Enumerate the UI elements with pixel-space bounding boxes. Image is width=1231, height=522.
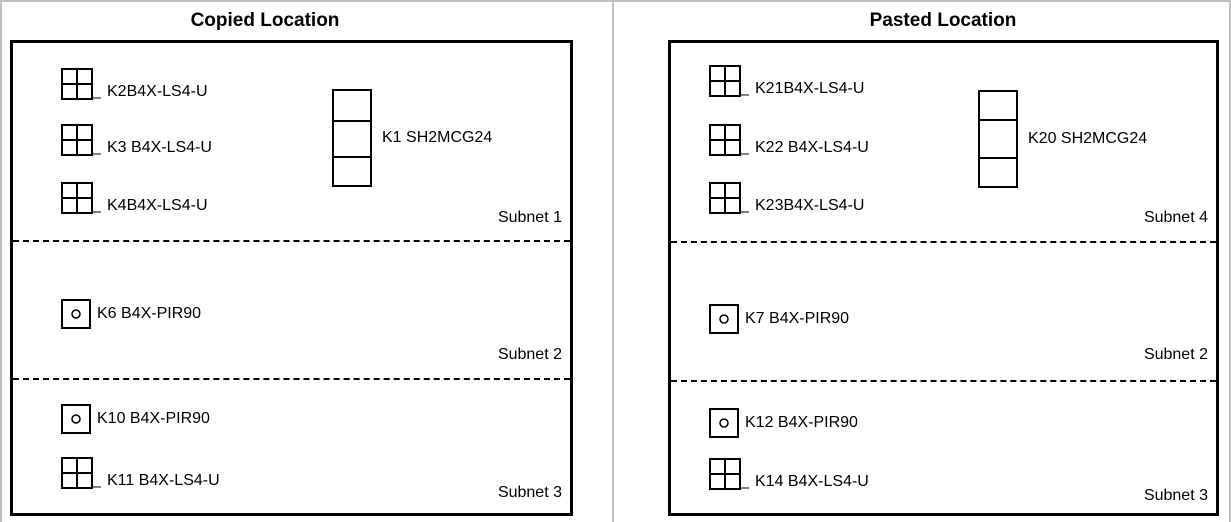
device-keypad[interactable]: K23B4X-LS4-U (709, 182, 864, 214)
subnet-label: Subnet 4 (1143, 209, 1208, 226)
device-label: K4B4X-LS4-U (107, 197, 208, 214)
subnet-divider (13, 378, 570, 380)
device-label: K2B4X-LS4-U (107, 83, 208, 100)
panel-title-pasted: Pasted Location (869, 10, 1017, 31)
subnet-label: Subnet 2 (497, 346, 562, 363)
controller-label: K20 SH2MCG24 (1028, 130, 1148, 147)
subnet-divider (671, 241, 1216, 243)
device-motion-sensor[interactable]: K7 B4X-PIR90 (709, 304, 849, 334)
page-frame-divider (612, 0, 614, 522)
subnet-label: Subnet 1 (497, 209, 562, 226)
device-label: K21B4X-LS4-U (755, 80, 865, 97)
device-label: K12 B4X-PIR90 (745, 414, 858, 431)
subnet-label: Subnet 3 (1143, 487, 1208, 504)
device-label: K22 B4X-LS4-U (755, 139, 869, 156)
page-frame-right (1229, 0, 1231, 522)
subnet-divider (13, 240, 570, 242)
subnet-label: Subnet 2 (1143, 346, 1208, 363)
keypad-4-button-icon (709, 65, 749, 97)
controller-icon (978, 90, 1018, 188)
device-label: K11 B4X-LS4-U (107, 472, 220, 489)
keypad-4-button-icon (61, 457, 101, 489)
keypad-4-button-icon (709, 458, 749, 490)
panel-copied-location: K2B4X-LS4-U K3 B4X-LS4-U K4B4X-LS4-U K1 … (10, 40, 573, 516)
controller-label: K1 SH2MCG24 (382, 129, 493, 146)
device-controller[interactable]: K1 SH2MCG24 (332, 89, 492, 187)
panel-pasted-location: K21B4X-LS4-U K22 B4X-LS4-U K23B4X-LS4-U … (668, 40, 1219, 516)
controller-icon (332, 89, 372, 187)
motion-sensor-icon (709, 408, 739, 438)
device-controller[interactable]: K20 SH2MCG24 (978, 90, 1147, 188)
device-label: K10 B4X-PIR90 (97, 410, 210, 427)
page-frame-top (0, 0, 1231, 2)
keypad-4-button-icon (709, 124, 749, 156)
device-label: K3 B4X-LS4-U (107, 139, 212, 156)
device-motion-sensor[interactable]: K10 B4X-PIR90 (61, 404, 210, 434)
device-label: K6 B4X-PIR90 (97, 305, 202, 322)
device-label: K23B4X-LS4-U (755, 197, 865, 214)
page-frame-left (0, 0, 2, 522)
motion-sensor-icon (61, 299, 91, 329)
device-keypad[interactable]: K22 B4X-LS4-U (709, 124, 869, 156)
device-label: K14 B4X-LS4-U (755, 473, 869, 490)
panel-title-copied: Copied Location (190, 10, 340, 31)
device-keypad[interactable]: K4B4X-LS4-U (61, 182, 208, 214)
keypad-4-button-icon (709, 182, 749, 214)
device-keypad[interactable]: K2B4X-LS4-U (61, 68, 208, 100)
keypad-4-button-icon (61, 68, 101, 100)
device-motion-sensor[interactable]: K12 B4X-PIR90 (709, 408, 858, 438)
subnet-divider (671, 380, 1216, 382)
keypad-4-button-icon (61, 124, 101, 156)
keypad-4-button-icon (61, 182, 101, 214)
device-motion-sensor[interactable]: K6 B4X-PIR90 (61, 299, 201, 329)
motion-sensor-icon (709, 304, 739, 334)
device-label: K7 B4X-PIR90 (745, 310, 850, 327)
device-keypad[interactable]: K21B4X-LS4-U (709, 65, 864, 97)
subnet-label: Subnet 3 (497, 484, 562, 501)
device-keypad[interactable]: K14 B4X-LS4-U (709, 458, 869, 490)
motion-sensor-icon (61, 404, 91, 434)
device-keypad[interactable]: K3 B4X-LS4-U (61, 124, 212, 156)
device-keypad[interactable]: K11 B4X-LS4-U (61, 457, 220, 489)
